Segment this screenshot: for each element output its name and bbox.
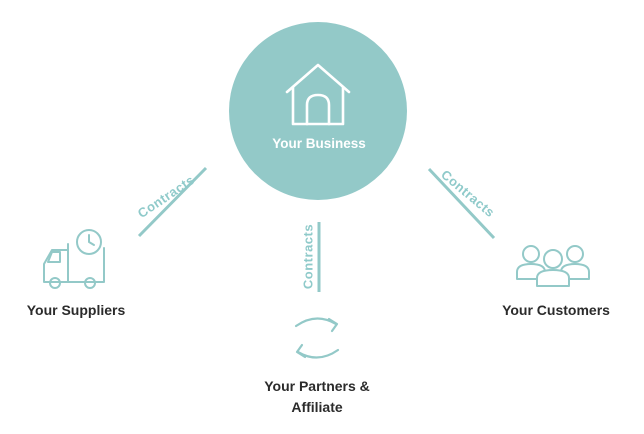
house-icon: [285, 63, 351, 126]
people-group-icon: [516, 245, 590, 287]
contracts-label-center: Contracts: [300, 223, 316, 290]
partners-label: Your Partners & Affiliate: [264, 378, 370, 415]
connector-line-left: [137, 166, 208, 238]
business-circle: [229, 22, 407, 200]
business-label: Your Business: [272, 136, 366, 151]
customers-label: Your Customers: [502, 302, 610, 318]
cycle-arrows-icon: [294, 317, 340, 359]
connector-line-right: [427, 167, 496, 240]
suppliers-label: Your Suppliers: [26, 302, 126, 318]
delivery-truck-clock-icon: [43, 229, 105, 289]
